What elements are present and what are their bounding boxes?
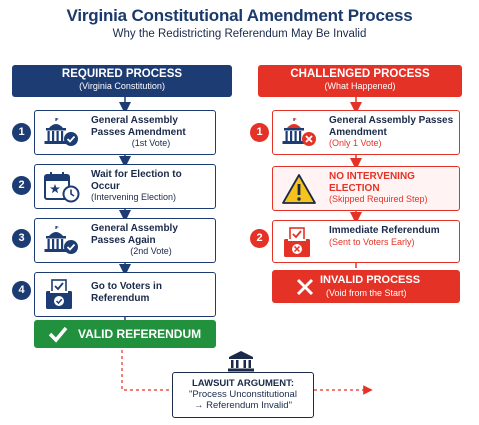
challenged-step-number-1: 1 [250,123,269,142]
ballot-box-x-icon [281,227,319,259]
x-icon [296,278,314,296]
lawsuit-heading: LAWSUIT ARGUMENT: [191,378,295,389]
challenged-step-skipped-title: NO INTERVENING ELECTION [329,171,415,194]
step-number-4: 4 [12,281,31,300]
required-step-3: General Assembly Passes Again (2nd Vote) [34,218,216,263]
challenged-step-2: Immediate Referendum (Sent to Voters Ear… [272,220,460,263]
required-step-1-note: (1st Vote) [131,138,171,148]
page-subtitle: Why the Redistricting Referendum May Be … [112,28,367,40]
capitol-check-icon [43,117,81,149]
warning-icon [281,173,319,205]
required-subheading: (Virginia Constitution) [79,81,165,91]
checkmark-icon [48,326,68,343]
step-number-3: 3 [12,229,31,248]
page-title: Virginia Constitutional Amendment Proces… [66,6,413,25]
challenged-step-number-2: 2 [250,229,269,248]
required-step-4-title: Go to Voters in Referendum [91,281,162,304]
valid-referendum-result: VALID REFERENDUM [34,320,216,348]
challenged-step-1: General Assembly Passes Amendment (Only … [272,110,460,155]
lawsuit-line-1: "Process Unconstitutional [189,389,297,400]
courthouse-icon [228,351,254,372]
lawsuit-dashed-line-left [121,350,172,391]
challenged-step-1-title: General Assembly Passes Amendment [329,115,454,138]
capitol-check-icon [43,225,81,257]
step-number-1: 1 [12,123,31,142]
challenged-step-2-note: (Sent to Voters Early) [329,236,415,247]
challenged-subheading: (What Happened) [324,81,396,91]
challenged-heading: CHALLENGED PROCESS [290,68,430,80]
lawsuit-argument-box: LAWSUIT ARGUMENT: "Process Unconstitutio… [172,372,314,418]
challenged-step-2-title: Immediate Referendum [329,225,440,236]
valid-referendum-label: VALID REFERENDUM [78,327,202,341]
required-step-1: General Assembly Passes Amendment (1st V… [34,110,216,155]
invalid-process-result: INVALID PROCESS (Void from the Start) [272,270,460,303]
required-step-2-title: Wait for Election to Occur [91,169,182,192]
required-step-4: Go to Voters in Referendum [34,272,216,317]
capitol-x-icon [281,117,319,149]
required-step-3-note: (2nd Vote) [130,246,172,256]
invalid-process-note: (Void from the Start) [326,288,407,298]
required-process-header: REQUIRED PROCESS (Virginia Constitution) [12,65,232,97]
required-step-1-title: General Assembly Passes Amendment [91,115,186,138]
challenged-step-skipped-note: (Skipped Required Step) [329,194,428,204]
invalid-process-label: INVALID PROCESS [320,274,421,286]
required-step-2-note: (Intervening Election) [91,192,177,202]
lawsuit-line-2: → Referendum Invalid" [194,400,292,411]
ballot-box-icon [43,279,81,311]
challenged-step-1-note: (Only 1 Vote) [329,138,382,148]
step-number-2: 2 [12,176,31,195]
required-heading: REQUIRED PROCESS [61,68,183,80]
required-step-2: Wait for Election to Occur (Intervening … [34,164,216,209]
challenged-process-header: CHALLENGED PROCESS (What Happened) [258,65,462,97]
challenged-step-skipped: NO INTERVENING ELECTION (Skipped Require… [272,166,460,211]
required-step-3-title: General Assembly Passes Again [91,223,178,246]
calendar-clock-icon [43,171,81,203]
